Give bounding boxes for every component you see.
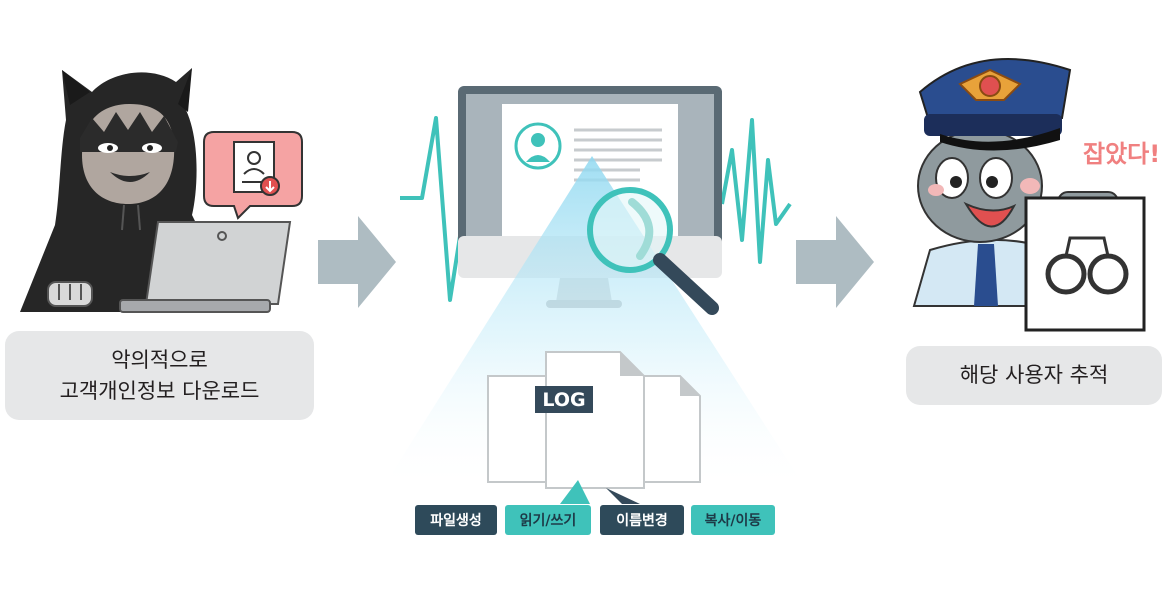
arrow-right-icon	[796, 216, 874, 308]
log-action-read-write: 읽기/쓰기	[505, 505, 591, 535]
hacker-illustration	[20, 68, 292, 313]
log-action-rename: 이름변경	[600, 505, 684, 535]
police-officer-illustration	[912, 58, 1146, 332]
police-exclaim: 잡았다!	[1083, 140, 1161, 168]
download-alert-bubble	[203, 131, 303, 220]
signal-waveform	[400, 116, 792, 302]
police-caption: 해당 사용자 추적	[906, 346, 1162, 405]
log-label: LOG	[535, 386, 593, 413]
hacker-caption-line1: 악의적으로	[111, 347, 208, 372]
log-action-copy-move: 복사/이동	[691, 505, 775, 535]
arrow-right-icon	[318, 216, 396, 308]
hacker-caption-line2: 고객개인정보 다운로드	[59, 378, 260, 403]
log-action-create-file: 파일생성	[415, 505, 497, 535]
magnifier-icon	[587, 187, 719, 315]
hacker-caption: 악의적으로 고객개인정보 다운로드	[5, 331, 314, 420]
police-caption-text: 해당 사용자 추적	[959, 363, 1109, 387]
